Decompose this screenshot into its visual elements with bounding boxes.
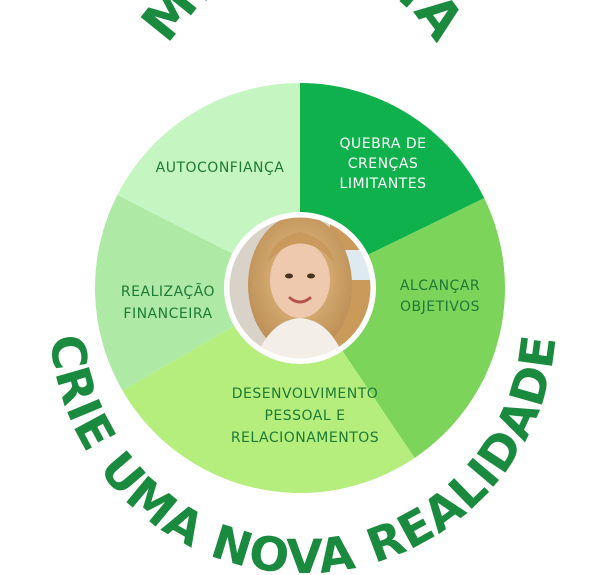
segment-autoconfianca-label-line: AUTOCONFIANÇA — [156, 160, 285, 176]
segment-autoconfianca-label: AUTOCONFIANÇA — [156, 160, 285, 176]
segment-realizacao-label: REALIZAÇÃO FINANCEIRA — [121, 283, 215, 322]
segment-desenvolvimento-slice — [122, 288, 415, 493]
segment-realizacao-label-line: REALIZAÇÃO — [121, 283, 215, 300]
segment-desenvolvimento-label-line: PESSOAL E — [264, 408, 345, 424]
segment-quebra-label-line: LIMITANTES — [340, 176, 427, 192]
segment-alcancar-label-line: ALCANÇAR — [400, 278, 480, 294]
segment-realizacao: REALIZAÇÃO FINANCEIRA — [95, 194, 301, 391]
segment-realizacao-slice — [95, 194, 301, 391]
segment-desenvolvimento-label-line: RELACIONAMENTOS — [231, 430, 379, 446]
segment-desenvolvimento-label-line: DESENVOLVIMENTO — [232, 386, 379, 402]
segment-alcancar-label-line: OBJETIVOS — [400, 299, 480, 315]
segment-realizacao-label-line: FINANCEIRA — [123, 306, 212, 322]
segment-alcancar-label: ALCANÇAR OBJETIVOS — [400, 278, 480, 315]
segment-quebra-label: QUEBRA DE CRENÇAS LIMITANTES — [339, 136, 426, 192]
segment-desenvolvimento-label: DESENVOLVIMENTO PESSOAL E RELACIONAMENTOS — [231, 386, 379, 446]
segment-quebra-label-line: CRENÇAS — [348, 156, 419, 172]
segment-desenvolvimento: DESENVOLVIMENTO PESSOAL E RELACIONAMENTOS — [122, 288, 415, 493]
center-photo — [224, 212, 376, 364]
title-top: MENTORIA — [131, 0, 476, 53]
segment-quebra-label-line: QUEBRA DE — [339, 136, 426, 152]
